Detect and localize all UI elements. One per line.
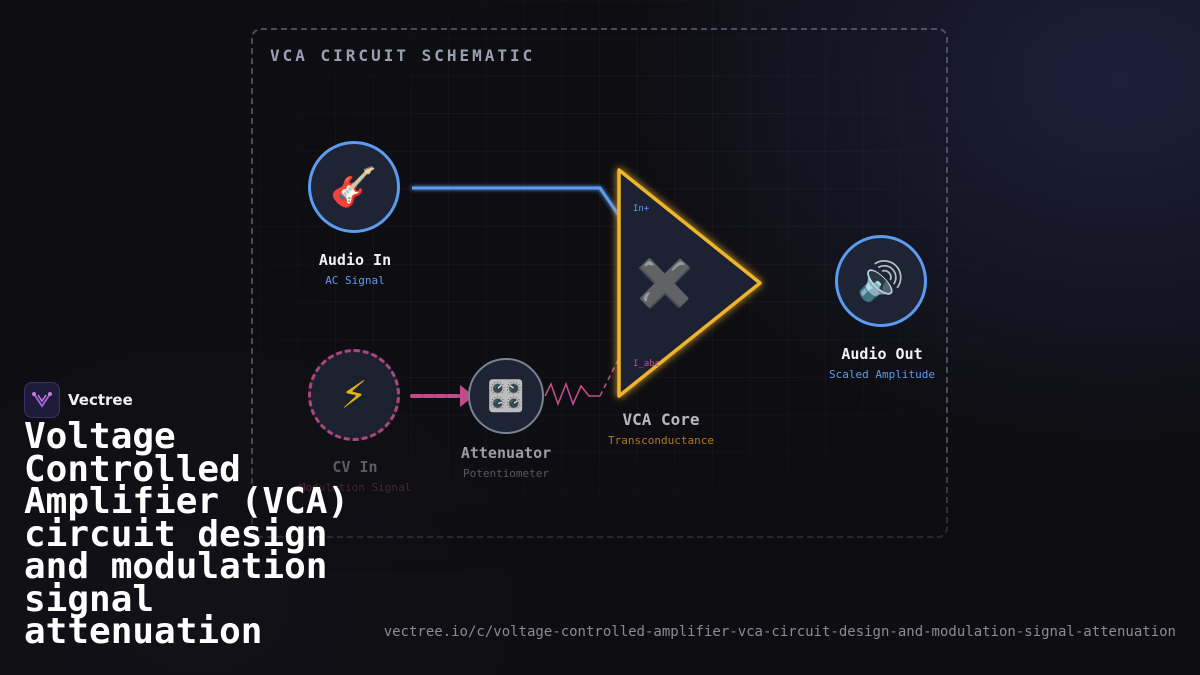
audio-in-node[interactable]: 🎸	[308, 141, 400, 233]
audio-out-label: Audio Out Scaled Amplitude	[782, 345, 982, 381]
brand-name: Vectree	[68, 391, 133, 409]
brand[interactable]: Vectree	[24, 382, 133, 418]
control-knobs-icon: 🎛️	[487, 378, 525, 414]
lightning-icon: ⚡	[340, 373, 368, 417]
page-title: Voltage Controlled Amplifier (VCA) circu…	[24, 416, 350, 652]
page-url[interactable]: vectree.io/c/voltage-controlled-amplifie…	[383, 624, 1176, 640]
vca-core-title: VCA Core	[622, 410, 700, 429]
attenuator-label: Attenuator Potentiometer	[406, 444, 606, 480]
vca-core-triangle	[617, 168, 762, 398]
audio-out-subtitle: Scaled Amplitude	[829, 368, 935, 381]
cv-in-node[interactable]: ⚡	[308, 349, 400, 441]
vectree-logo-icon	[24, 382, 60, 418]
guitar-icon: 🎸	[330, 164, 378, 209]
attenuator-node[interactable]: 🎛️	[468, 358, 544, 434]
speaker-icon: 🔊	[857, 258, 905, 303]
audio-wire	[412, 186, 624, 221]
audio-in-label: Audio In AC Signal	[255, 251, 455, 287]
schematic-title: VCA CIRCUIT SCHEMATIC	[270, 46, 536, 65]
audio-out-title: Audio Out	[841, 345, 923, 363]
audio-in-subtitle: AC Signal	[325, 274, 385, 287]
pin-iabc: I_abc	[633, 359, 661, 369]
attenuator-subtitle: Potentiometer	[462, 467, 550, 480]
audio-in-title: Audio In	[318, 251, 392, 269]
audio-out-node[interactable]: 🔊	[835, 235, 927, 327]
pin-in-plus: In+	[633, 204, 650, 214]
vca-core-subtitle: Transconductance	[608, 434, 714, 447]
cv-arrowhead	[460, 385, 474, 407]
multiply-icon: ✖️	[636, 256, 694, 310]
resistor-zigzag	[544, 381, 600, 407]
vca-core-label: VCA Core Transconductance	[561, 410, 761, 447]
iabc-wire	[599, 359, 619, 397]
